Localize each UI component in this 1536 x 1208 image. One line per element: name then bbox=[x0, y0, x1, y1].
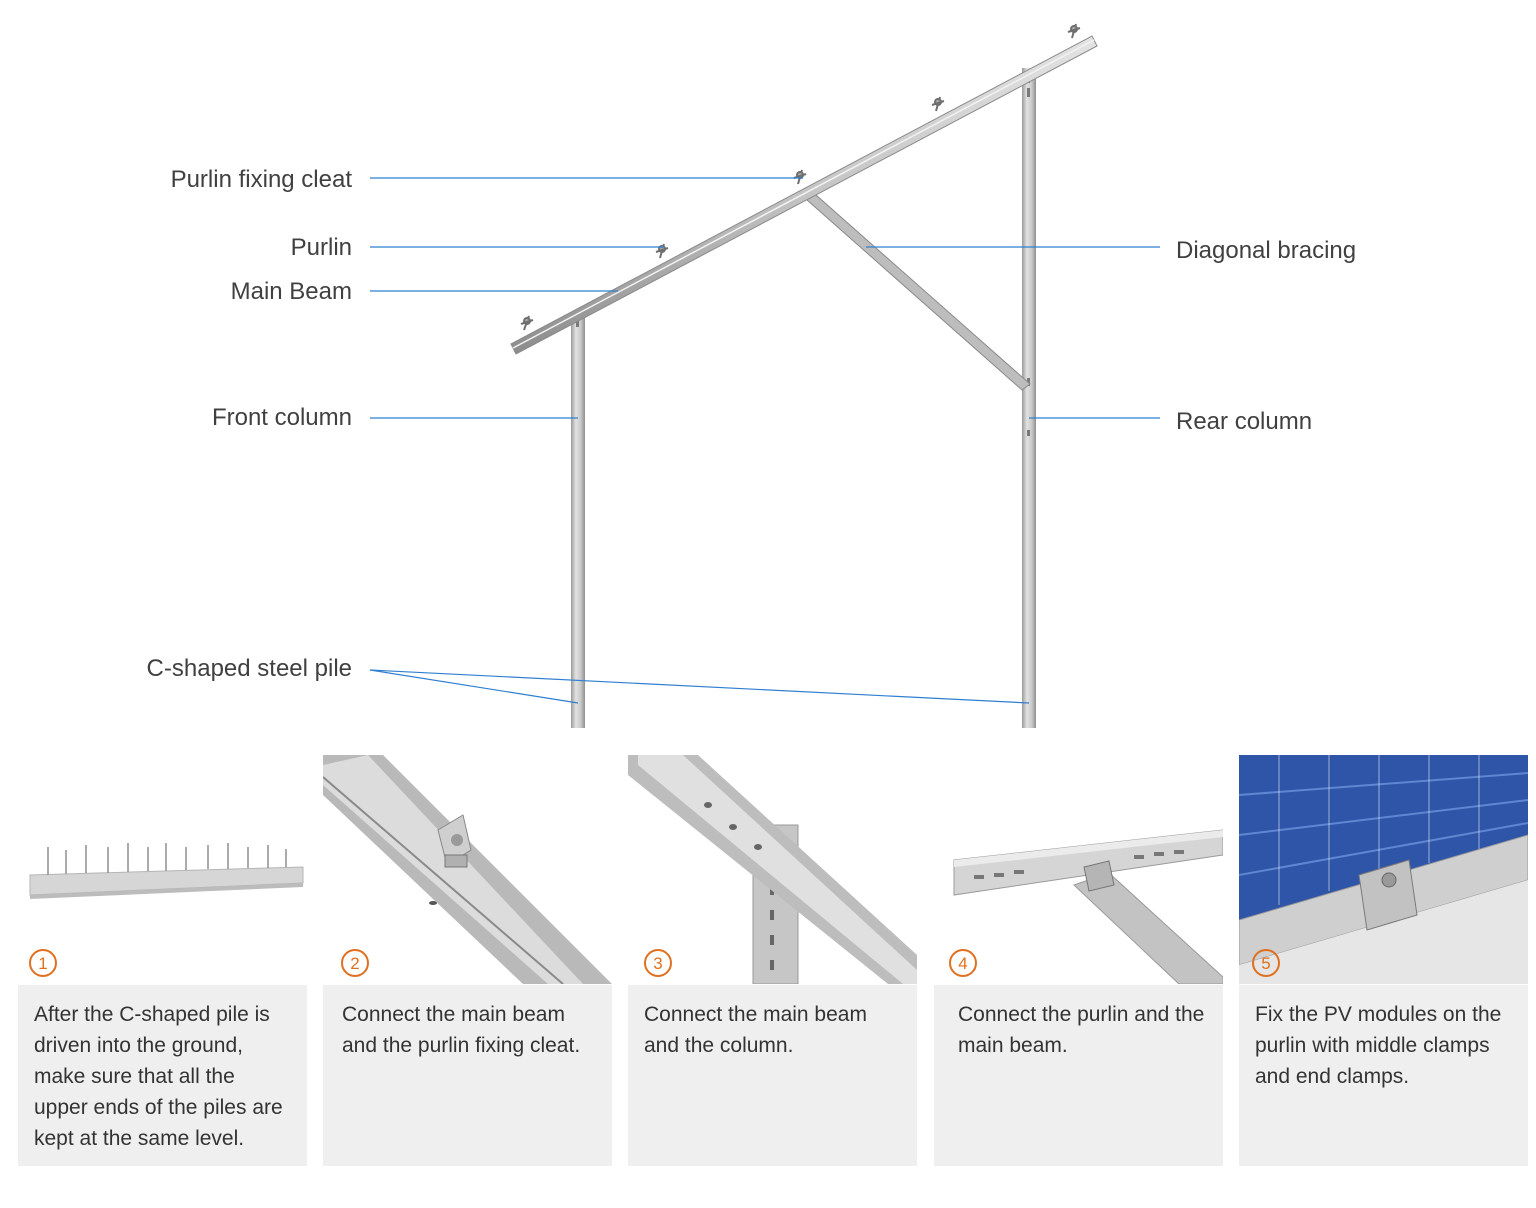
purlin-fixing-cleats bbox=[520, 23, 1081, 331]
piles-in-ground-illustration bbox=[29, 843, 304, 899]
pv-mounting-structure-diagram bbox=[369, 23, 1160, 728]
step-5-number-badge: 5 bbox=[1252, 949, 1280, 977]
leader-pile-rear bbox=[369, 669, 1030, 704]
label-main-beam: Main Beam bbox=[230, 278, 352, 305]
label-c-shaped-steel-pile: C-shaped steel pile bbox=[146, 655, 352, 682]
step-1-image bbox=[18, 755, 307, 984]
label-rear-column: Rear column bbox=[1176, 408, 1313, 435]
label-diagonal-bracing: Diagonal bracing bbox=[1176, 237, 1357, 264]
cleat-1 bbox=[520, 315, 534, 331]
step-3-number-badge: 3 bbox=[644, 949, 672, 977]
label-front-column: Front column bbox=[211, 404, 352, 431]
leader-lines bbox=[369, 177, 1160, 704]
step-2-number: 2 bbox=[350, 954, 359, 973]
step-4-number: 4 bbox=[958, 954, 967, 973]
step-5-image bbox=[1239, 755, 1528, 984]
step-3-description: Connect the main beam and the column. bbox=[628, 985, 917, 1166]
step-1-number: 1 bbox=[38, 954, 47, 973]
step-2-image bbox=[323, 755, 612, 984]
step-5-description: Fix the PV modules on the purlin with mi… bbox=[1239, 985, 1528, 1166]
beam-and-cleat-illustration bbox=[323, 755, 612, 984]
step-5-number: 5 bbox=[1261, 954, 1270, 973]
beam-and-column-illustration bbox=[628, 755, 917, 984]
step-1-description: After the C-shaped pile is driven into t… bbox=[18, 985, 307, 1166]
cleat-2 bbox=[655, 243, 669, 259]
cleat-5 bbox=[1067, 23, 1081, 39]
leader-pile-front bbox=[369, 669, 579, 704]
step-3-image bbox=[628, 755, 917, 984]
diagonal-bracing bbox=[797, 187, 1031, 391]
pv-module-clamp-illustration bbox=[1239, 755, 1528, 984]
purlin-and-beam-illustration bbox=[953, 829, 1223, 984]
step-2-number-badge: 2 bbox=[341, 949, 369, 977]
step-4-number-badge: 4 bbox=[949, 949, 977, 977]
cleat-4 bbox=[931, 96, 945, 112]
cleat-3 bbox=[793, 169, 807, 185]
label-purlin: Purlin bbox=[290, 234, 352, 261]
column-slots bbox=[576, 74, 1030, 436]
step-4-image bbox=[934, 755, 1223, 984]
label-purlin-fixing-cleat: Purlin fixing cleat bbox=[170, 166, 352, 193]
step-3-number: 3 bbox=[653, 954, 662, 973]
step-1-number-badge: 1 bbox=[29, 949, 57, 977]
main-beam bbox=[510, 35, 1098, 355]
step-4-description: Connect the purlin and the main beam. bbox=[934, 985, 1223, 1166]
rear-column bbox=[1022, 68, 1036, 728]
front-column bbox=[571, 312, 585, 728]
step-2-description: Connect the main beam and the purlin fix… bbox=[323, 985, 612, 1166]
